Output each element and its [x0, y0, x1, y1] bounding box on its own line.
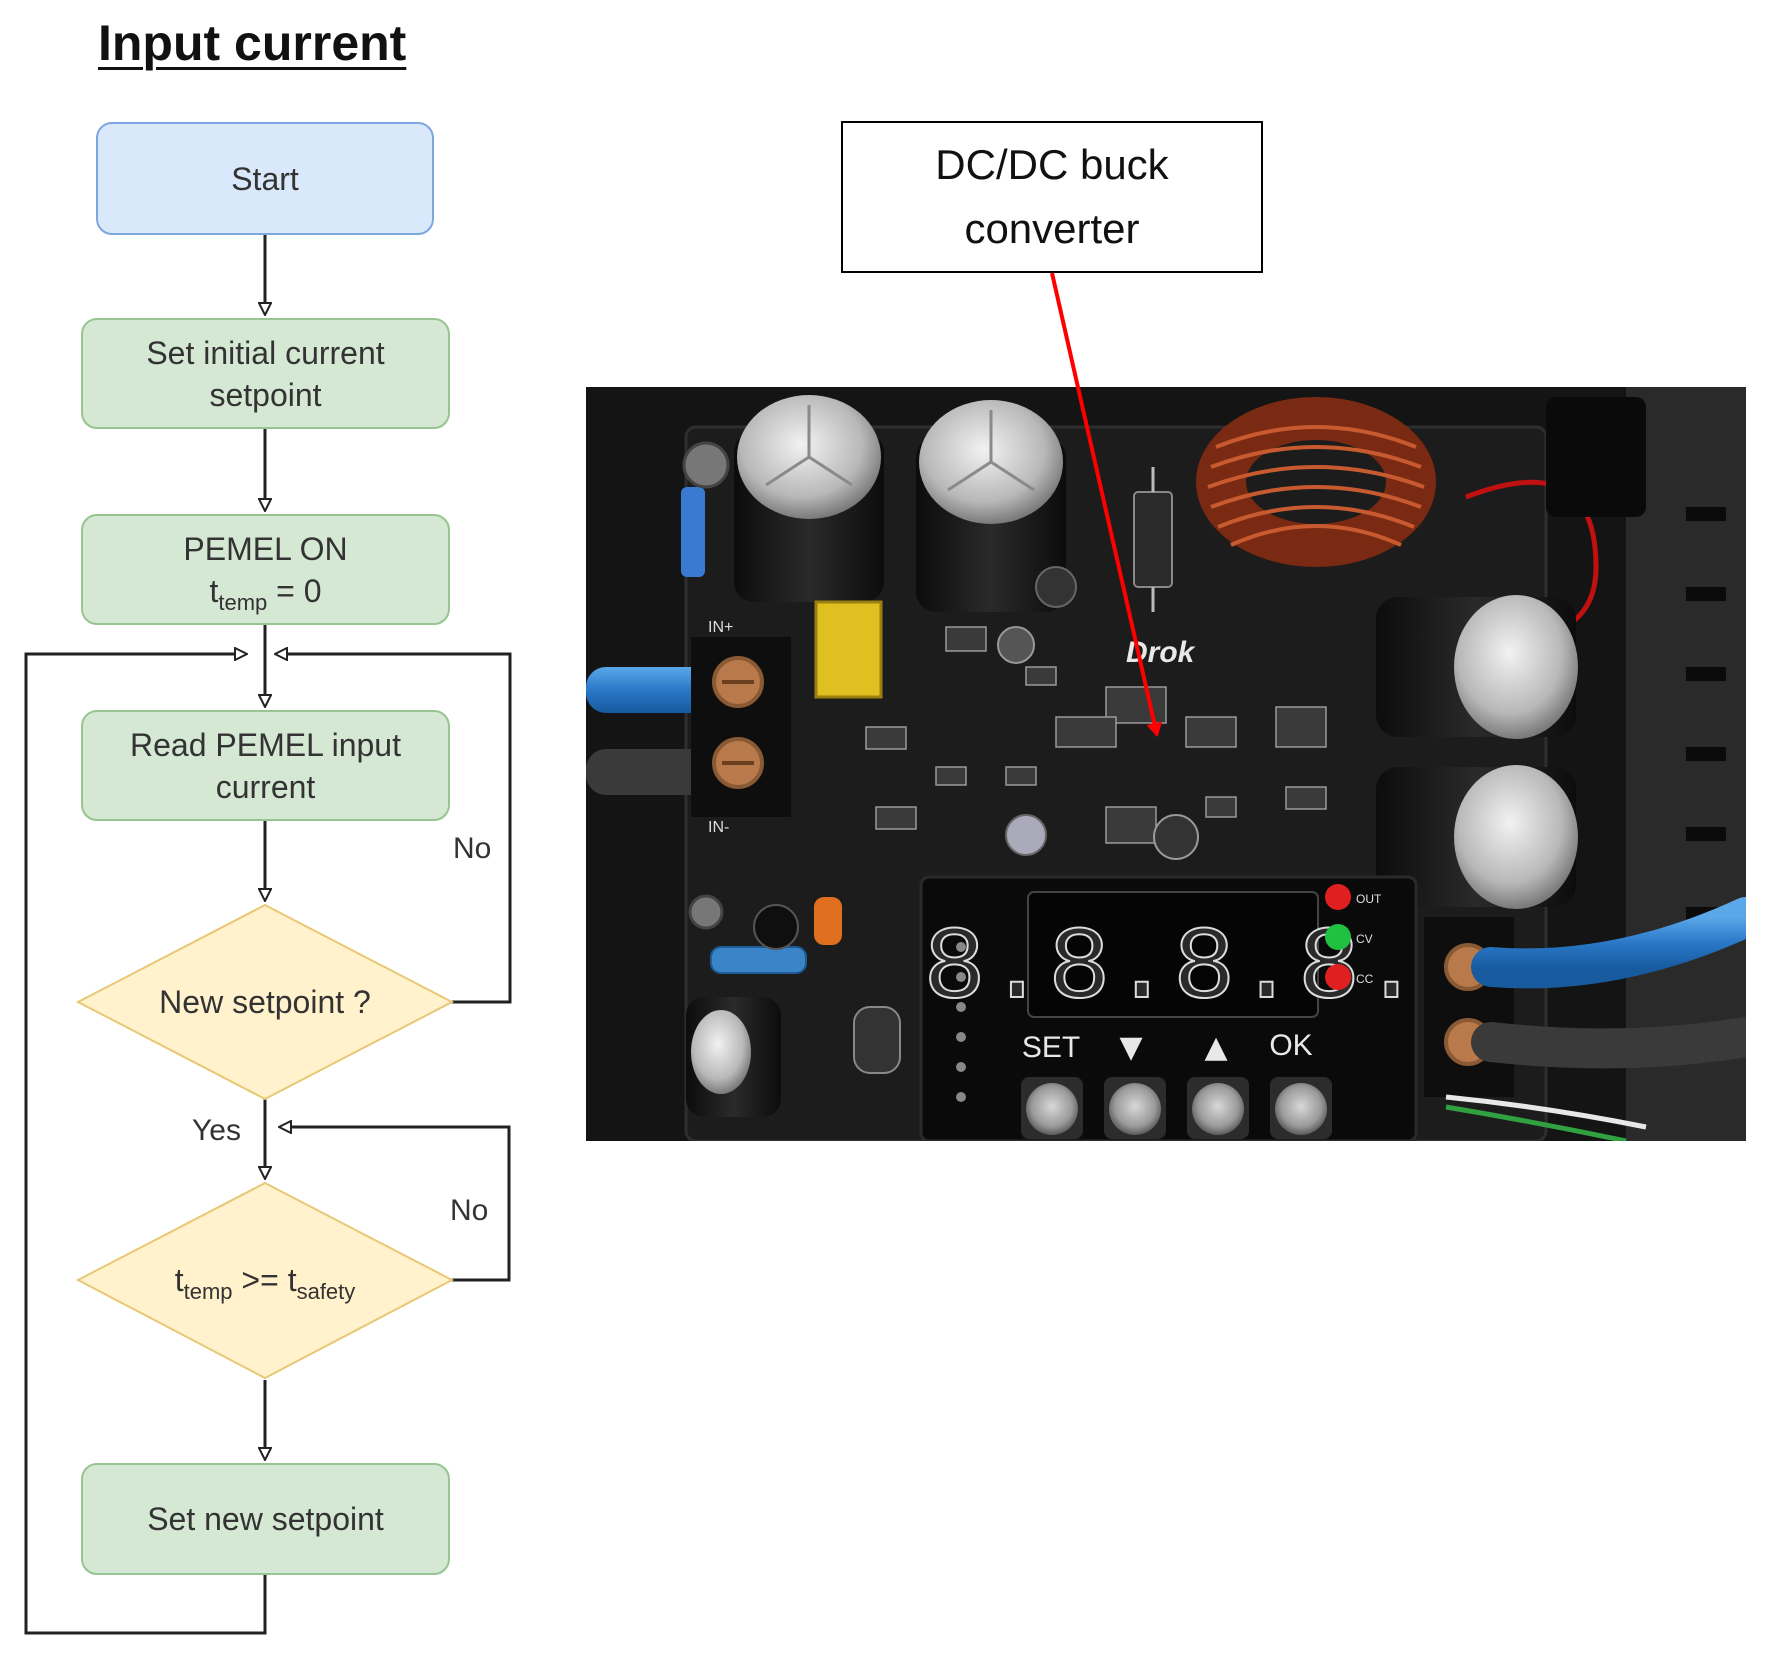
pemel-rest: = 0 [267, 572, 322, 609]
signal-wire-white [1445, 1094, 1647, 1130]
button-set [1026, 1083, 1078, 1135]
small-capacitor-1 [997, 626, 1035, 664]
led-cc [1325, 964, 1351, 990]
edge-label-no-1: No [453, 832, 492, 865]
button-label-up: ▲ [1204, 1030, 1227, 1065]
edge-label-no-2: No [450, 1194, 489, 1227]
read-current-node: Read PEMEL input current [81, 710, 450, 821]
blue-resistor [710, 946, 807, 974]
pemel-on-line2: ttemp = 0 [209, 570, 322, 615]
button-label-down: ▼ [1119, 1030, 1142, 1065]
transistor [753, 904, 799, 950]
mounting-screw-left [688, 894, 724, 930]
set-initial-node: Set initial current setpoint [81, 318, 450, 429]
edge-decision2-no-loop [280, 1127, 511, 1282]
inductor-windings [1207, 425, 1425, 547]
callout-line2: converter [964, 205, 1140, 252]
button-label-set: SET [1022, 1031, 1080, 1064]
led-label-cc: CC [1356, 972, 1374, 986]
button-label-ok: OK [1269, 1029, 1312, 1062]
edge-set-new-loop-back [24, 654, 267, 1635]
fan-housing [1546, 397, 1646, 517]
pin-header [956, 942, 966, 1102]
fuse [681, 487, 705, 577]
button-down [1109, 1083, 1161, 1135]
led-label-cv: CV [1356, 932, 1373, 946]
callout-box: DC/DC buck converter [841, 121, 1263, 273]
pemel-sub: temp [218, 589, 268, 615]
set-new-setpoint-node: Set new setpoint [81, 1463, 450, 1575]
read-current-line1: Read PEMEL input [130, 726, 401, 763]
label-in-plus: IN+ [708, 619, 733, 636]
decision-shape-setpoint [75, 903, 455, 1101]
input-cable-black [586, 749, 721, 795]
callout-line1: DC/DC buck [935, 141, 1169, 188]
decision-time-text: ttemp >= tsafety [174, 1261, 356, 1303]
yellow-transformer [814, 600, 883, 699]
flowchart-title: Input current [98, 15, 407, 71]
pemel-on-line1: PEMEL ON [183, 530, 348, 567]
set-new-setpoint-label: Set new setpoint [147, 1501, 384, 1537]
smd-inductor [853, 1006, 901, 1074]
pemel-t: t [209, 572, 219, 609]
capacitor-right-2-top [1454, 765, 1578, 909]
pemel-on-node: PEMEL ON ttemp = 0 [81, 514, 450, 625]
dt-sub1: temp [183, 1278, 233, 1304]
led-out [1325, 884, 1351, 910]
orange-capacitor [814, 897, 842, 945]
led-label-out: OUT [1356, 892, 1382, 906]
seven-segment-display [1027, 891, 1319, 1018]
edge-label-yes: Yes [192, 1114, 241, 1147]
set-initial-line1: Set initial current [146, 334, 385, 371]
dt-t1: t [174, 1261, 184, 1298]
mounting-screw-top-left [682, 441, 730, 489]
brand-logo: Drok [1126, 636, 1196, 669]
diode [1133, 491, 1173, 588]
set-initial-line2: setpoint [209, 376, 322, 413]
output-cable-black [1471, 1017, 1746, 1069]
decision-shape-time [75, 1181, 455, 1380]
decision-setpoint-label: New setpoint ? [110, 972, 420, 1032]
start-node: Start [96, 122, 434, 235]
read-current-line2: current [215, 768, 316, 805]
start-label: Start [231, 160, 299, 197]
small-capacitor-2 [1005, 814, 1047, 856]
output-cable-blue [1471, 897, 1746, 989]
button-ok [1275, 1083, 1327, 1135]
label-in-minus: IN- [708, 819, 729, 836]
mounting-hole [1035, 566, 1077, 608]
capacitor-right-1-top [1454, 595, 1578, 739]
small-capacitor-3 [1153, 814, 1199, 860]
button-up [1192, 1083, 1244, 1135]
dt-op: >= t [232, 1261, 297, 1298]
input-cable-blue [586, 667, 721, 713]
decision-setpoint-text: New setpoint ? [159, 983, 371, 1020]
decision-time-label: ttemp >= tsafety [110, 1250, 420, 1310]
signal-wire-green [1445, 1104, 1627, 1141]
dt-sub2: safety [296, 1278, 356, 1304]
led-cv [1325, 924, 1351, 950]
converter-photo: IN+ IN- Drok [586, 387, 1746, 1141]
edge-decision1-no-loop [276, 654, 512, 1004]
